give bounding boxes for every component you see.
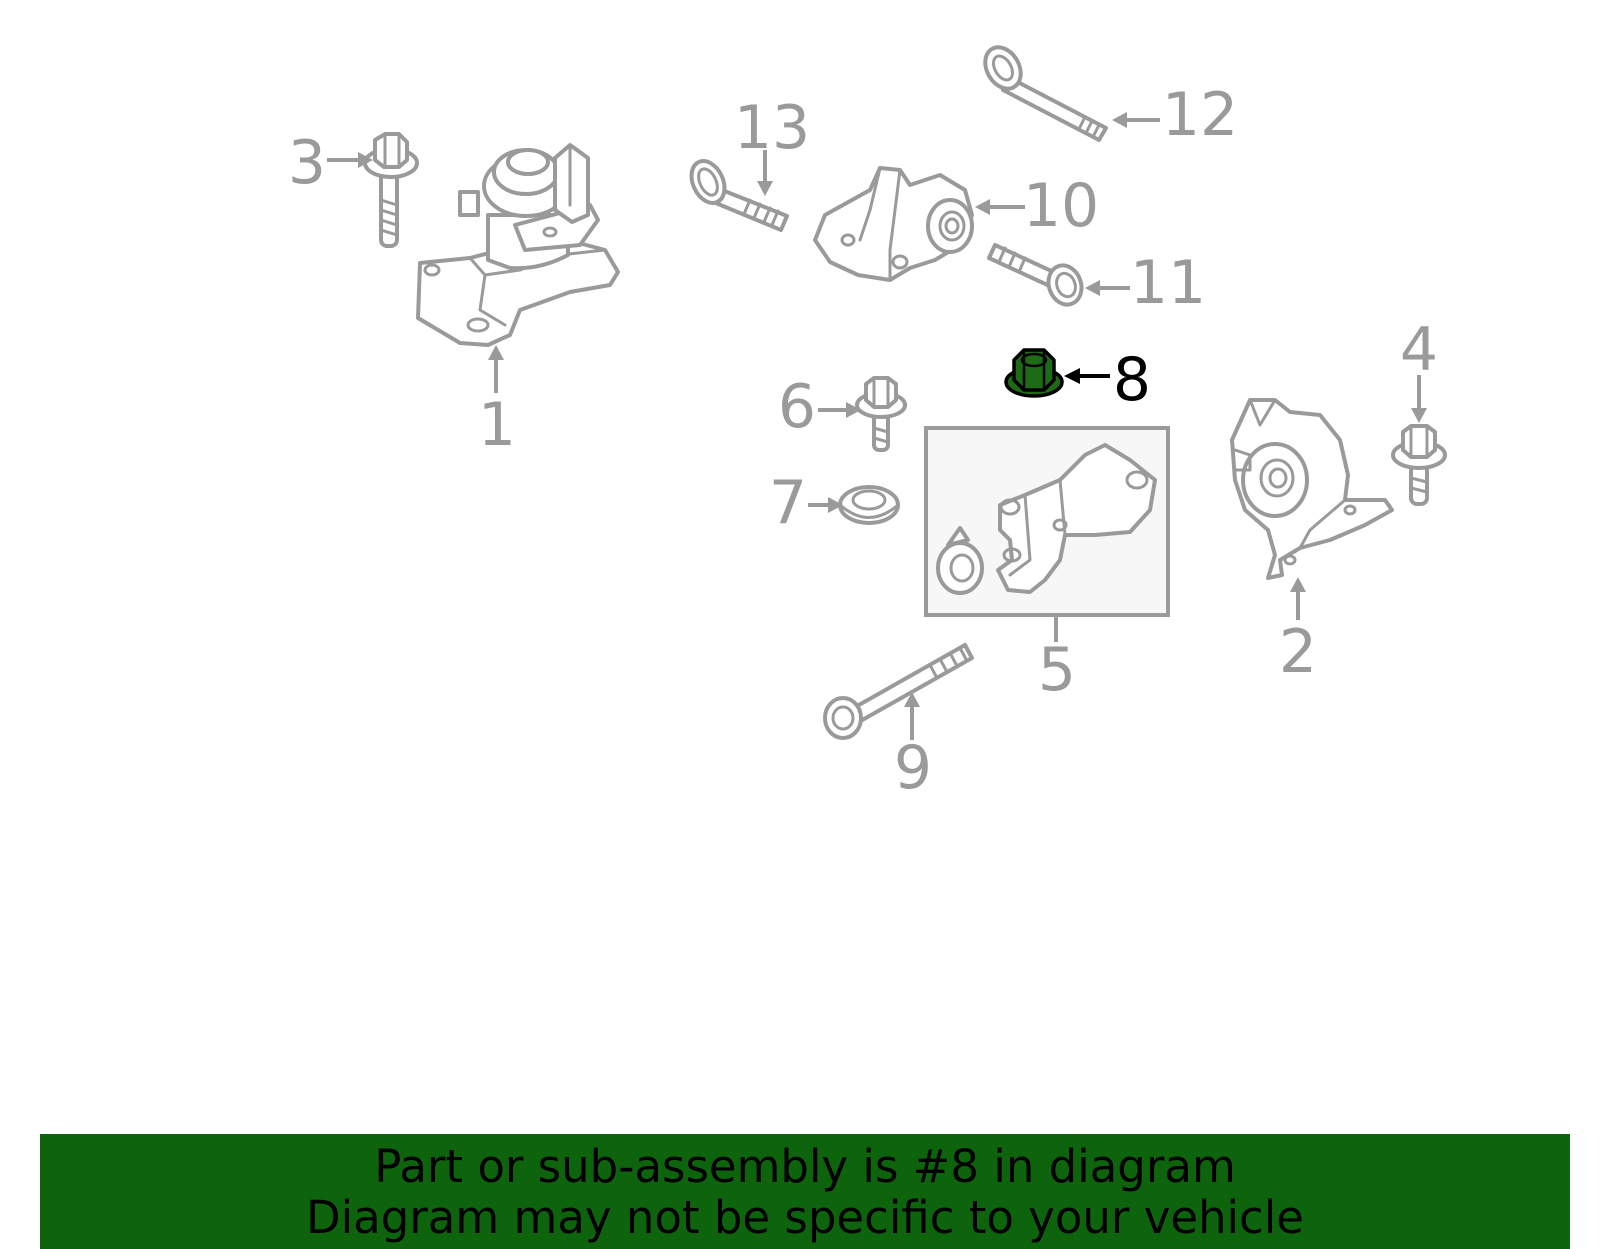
banner-line-2: Diagram may not be specific to your vehi… (306, 1190, 1304, 1244)
callout-13: 13 (734, 93, 810, 163)
arrowhead-4 (1411, 408, 1427, 423)
callout-11: 11 (1130, 248, 1206, 318)
part-8-flange-nut (1004, 348, 1064, 398)
callout-5: 5 (1038, 635, 1076, 705)
arrowhead-2 (1290, 577, 1306, 592)
part-9-bolt (823, 643, 974, 740)
callout-12: 12 (1162, 80, 1238, 150)
arrowhead-10 (975, 199, 990, 215)
part-13-bolt (689, 159, 789, 232)
arrowhead-12 (1112, 112, 1127, 128)
arrowhead-6 (846, 402, 861, 418)
callout-3: 3 (288, 128, 326, 198)
part-2-engine-mount (1230, 398, 1394, 580)
part-12-bolt (983, 45, 1108, 142)
part-5-bracket-assembly (924, 426, 1170, 617)
part-6-bolt (855, 376, 907, 452)
arrowhead-7 (828, 497, 843, 513)
callout-labels: 1 2 3 4 5 6 7 8 9 10 11 12 13 (288, 80, 1438, 803)
arrowhead-8 (1064, 368, 1080, 384)
part-11-bolt (987, 243, 1084, 307)
arrowhead-13 (757, 181, 773, 196)
arrowhead-1 (488, 345, 504, 360)
arrowhead-3 (358, 152, 373, 168)
part-10-bracket (813, 166, 974, 282)
leader-lines (327, 112, 1427, 740)
part-3-bolt (363, 132, 419, 248)
callout-7: 7 (769, 468, 807, 538)
callout-6: 6 (778, 372, 816, 442)
part-1-engine-mount (416, 143, 620, 347)
arrowhead-11 (1085, 280, 1100, 296)
banner-line-1: Part or sub-assembly is #8 in diagram (374, 1139, 1236, 1193)
part-7-washer (838, 485, 900, 525)
arrowhead-9 (904, 692, 920, 707)
callout-8: 8 (1113, 345, 1151, 415)
callout-9: 9 (894, 733, 932, 803)
callout-2: 2 (1279, 617, 1317, 687)
callout-1: 1 (478, 390, 516, 460)
info-banner: Part or sub-assembly is #8 in diagram Di… (40, 1134, 1570, 1249)
part-4-bolt (1391, 424, 1447, 506)
callout-10: 10 (1023, 171, 1099, 241)
callout-4: 4 (1400, 315, 1438, 385)
